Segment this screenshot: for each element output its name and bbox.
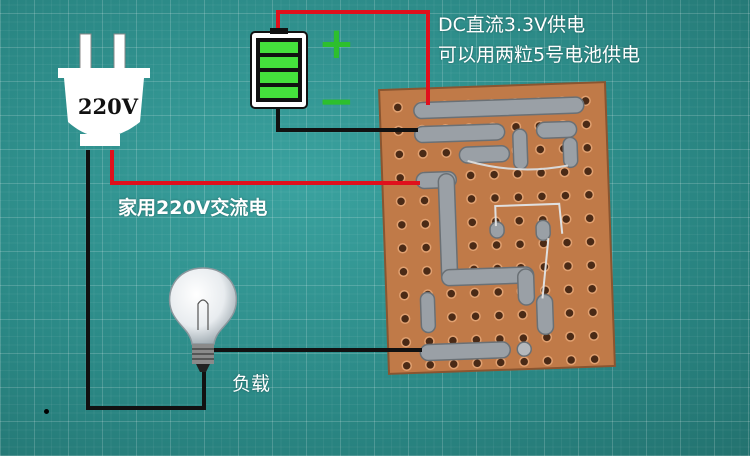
load-label: 负载 — [232, 373, 271, 395]
plug-voltage-label: 220V — [77, 94, 139, 119]
board-hole — [560, 190, 571, 201]
board-hole — [559, 166, 570, 178]
board-hole — [401, 360, 413, 371]
board-hole — [441, 147, 452, 158]
board-hole — [563, 284, 574, 295]
board-hole — [582, 142, 593, 154]
board-hole — [587, 306, 599, 318]
ac-power-label: 家用220V交流电 — [118, 197, 268, 219]
board-hole — [562, 260, 574, 272]
board-hole — [495, 357, 506, 368]
board-hole — [586, 283, 598, 294]
board-hole — [467, 240, 479, 252]
light-bulb-icon — [168, 267, 238, 372]
solder-traces — [413, 96, 585, 362]
board-hole — [585, 236, 596, 247]
board-hole — [424, 359, 436, 371]
board-hole — [588, 330, 600, 341]
board-hole — [419, 195, 430, 206]
board-hole — [581, 119, 592, 130]
board-hole — [493, 310, 505, 321]
board-hole — [396, 219, 408, 231]
board-hole — [518, 356, 530, 367]
board-hole — [535, 144, 546, 155]
board-hole — [417, 148, 429, 159]
positive-wire-battery — [276, 10, 430, 105]
ac-wire-black — [86, 150, 206, 410]
board-hole — [399, 313, 411, 325]
board-hole — [565, 331, 576, 342]
board-hole — [512, 168, 523, 179]
board-hole — [491, 239, 502, 251]
board-hole — [470, 311, 481, 322]
board-hole — [420, 242, 432, 253]
board-hole — [492, 286, 504, 298]
board-hole — [400, 336, 412, 348]
board-hole — [446, 311, 458, 323]
board-hole — [589, 353, 600, 365]
board-hole — [564, 307, 575, 319]
board-hole — [469, 287, 480, 299]
battery-icon — [250, 28, 308, 109]
board-hole — [398, 266, 409, 278]
board-hole — [465, 170, 476, 181]
board-hole — [514, 215, 525, 226]
marker-dot — [44, 409, 49, 414]
battery-description-line1: DC直流3.3V供电 — [438, 14, 586, 36]
board-hole — [514, 238, 526, 250]
board-hole — [395, 196, 407, 207]
plus-sign: + — [318, 18, 355, 69]
board-hole — [394, 149, 405, 160]
board-hole — [448, 358, 459, 370]
negative-wire-battery — [276, 102, 418, 132]
wires — [86, 10, 430, 410]
board-hole — [513, 191, 524, 203]
board-hole — [421, 265, 433, 277]
board-hole — [539, 285, 551, 296]
board-hole — [392, 102, 403, 113]
board-hole — [542, 355, 553, 367]
board-hole — [583, 189, 595, 201]
board-hole — [397, 243, 408, 254]
board-hole — [399, 290, 410, 301]
board-hole — [518, 332, 529, 344]
minus-sign: − — [318, 76, 355, 127]
board-hole — [517, 309, 528, 320]
battery-description-line2: 可以用两粒5号电池供电 — [438, 44, 641, 66]
board-hole — [489, 192, 501, 204]
board-hole — [467, 217, 478, 228]
board-hole — [420, 218, 431, 230]
board-hole — [471, 358, 483, 369]
board-hole — [582, 166, 594, 177]
board-hole — [584, 213, 595, 224]
board-hole — [561, 237, 573, 248]
board-hole — [446, 288, 457, 299]
board-hole — [536, 191, 548, 202]
board-hole — [565, 354, 577, 366]
board-hole — [560, 213, 572, 225]
board-hole — [586, 259, 597, 271]
perf-board — [378, 81, 616, 375]
power-plug-icon — [58, 33, 150, 146]
ac-wire-red — [110, 150, 420, 185]
board-hole — [466, 193, 477, 205]
board-hole — [488, 169, 500, 180]
